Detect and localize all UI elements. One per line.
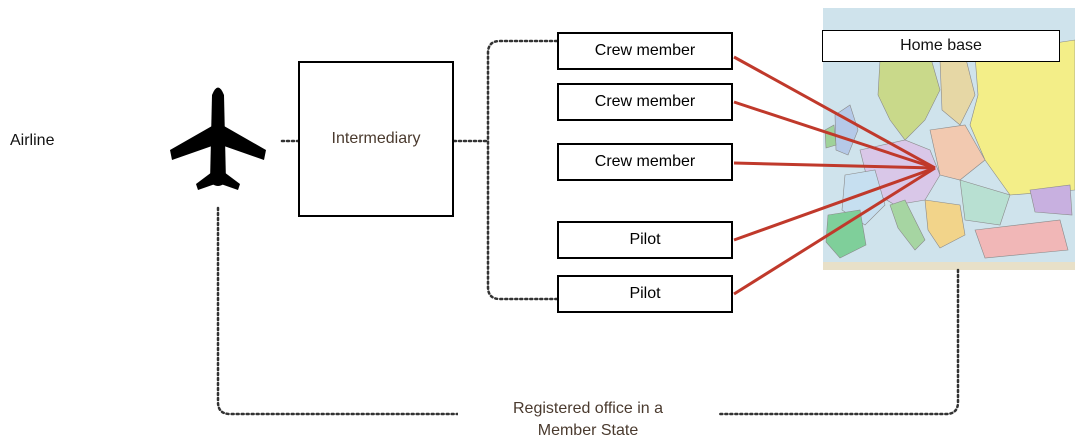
registered-office-line-2: Member State (537, 422, 639, 439)
home-base-connectors (733, 55, 936, 296)
crew-member-box: Crew member (557, 83, 733, 121)
crew-member-label: Crew member (594, 153, 696, 170)
registered-office-caption: Registered office in a Member State (458, 398, 718, 442)
crew-member-label: Crew member (594, 93, 696, 110)
registered-office-line-1: Registered office in a (512, 400, 663, 417)
home-base-box: Home base (822, 30, 1060, 62)
pilot-label: Pilot (629, 285, 661, 302)
intermediary-box: Intermediary (298, 61, 454, 217)
connector-line (733, 166, 936, 242)
connector-line (733, 55, 936, 170)
pilot-label: Pilot (629, 231, 661, 248)
pilot-box: Pilot (557, 275, 733, 313)
dotted-connectors (216, 39, 960, 416)
intermediary-label: Intermediary (331, 130, 421, 147)
pilot-box: Pilot (557, 221, 733, 259)
connector-line (733, 161, 936, 170)
connector-line (733, 100, 936, 170)
connector-line (733, 166, 936, 296)
crew-member-box: Crew member (557, 143, 733, 181)
crew-member-box: Crew member (557, 32, 733, 70)
airplane-icon (170, 87, 266, 190)
home-base-label: Home base (900, 37, 982, 54)
airline-label: Airline (10, 132, 55, 149)
crew-member-label: Crew member (594, 42, 696, 59)
